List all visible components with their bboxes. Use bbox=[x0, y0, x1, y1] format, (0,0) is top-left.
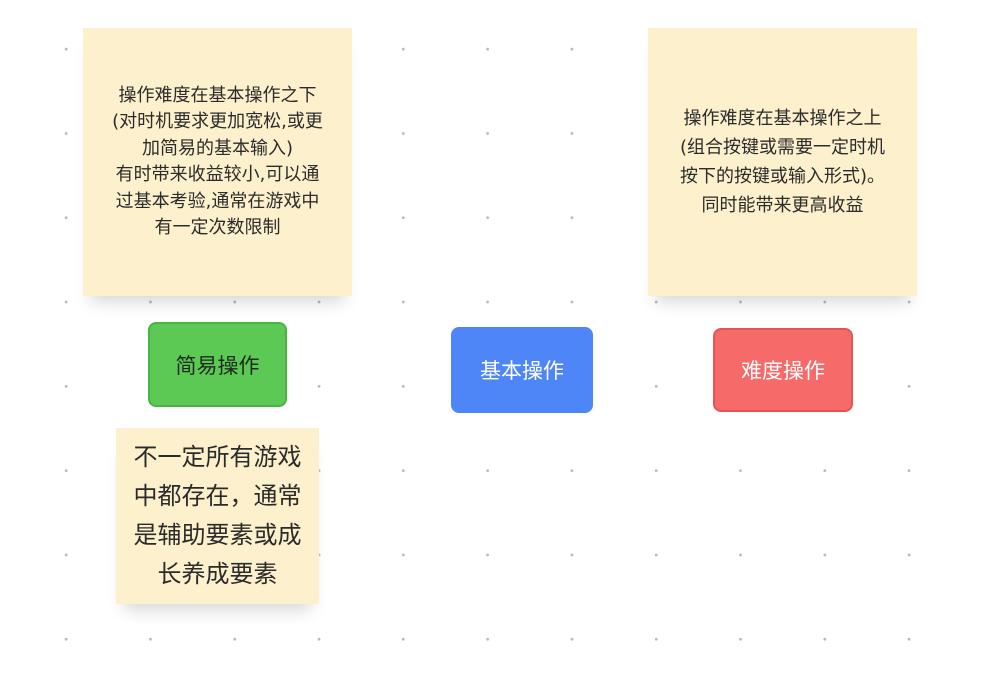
note-line: 同时能带来更高收益 bbox=[701, 195, 864, 216]
note-line: 操作难度在基本操作之上 bbox=[683, 108, 882, 129]
hard-operation-node[interactable]: 难度操作 bbox=[713, 328, 853, 412]
node-label: 难度操作 bbox=[741, 359, 825, 383]
note-line: 有一定次数限制 bbox=[154, 217, 281, 238]
note-line: 加简易的基本输入) bbox=[141, 137, 294, 159]
node-label: 简易操作 bbox=[175, 353, 260, 378]
sticky-note-hard-operation-description[interactable]: 操作难度在基本操作之上 (组合按键或需要一定时机 按下的按键或输入形式)。 同时… bbox=[648, 28, 917, 296]
sticky-note-auxiliary-element-description[interactable]: 不一定所有游戏 中都存在，通常 是辅助要素或成 长养成要素 bbox=[116, 428, 319, 604]
note-line: 按下的按键或输入形式)。 bbox=[679, 166, 886, 187]
note-line: 操作难度在基本操作之下 bbox=[118, 84, 317, 106]
note-line: 长养成要素 bbox=[157, 560, 278, 588]
note-line: 不一定所有游戏 bbox=[133, 443, 302, 471]
sticky-note-easy-operation-description[interactable]: 操作难度在基本操作之下 (对时机要求更加宽松,或更 加简易的基本输入) 有时带来… bbox=[83, 28, 352, 296]
note-line: 是辅助要素或成 bbox=[133, 521, 302, 549]
note-line: 中都存在，通常 bbox=[133, 482, 302, 510]
basic-operation-node[interactable]: 基本操作 bbox=[451, 327, 593, 413]
easy-operation-node[interactable]: 简易操作 bbox=[148, 322, 287, 407]
node-label: 基本操作 bbox=[480, 359, 564, 383]
note-line: 有时带来收益较小,可以通 bbox=[115, 164, 320, 185]
note-line: (组合按键或需要一定时机 bbox=[679, 137, 886, 158]
note-line: (对时机要求更加宽松,或更 bbox=[112, 111, 323, 132]
note-line: 过基本考验,通常在游戏中 bbox=[115, 190, 320, 212]
